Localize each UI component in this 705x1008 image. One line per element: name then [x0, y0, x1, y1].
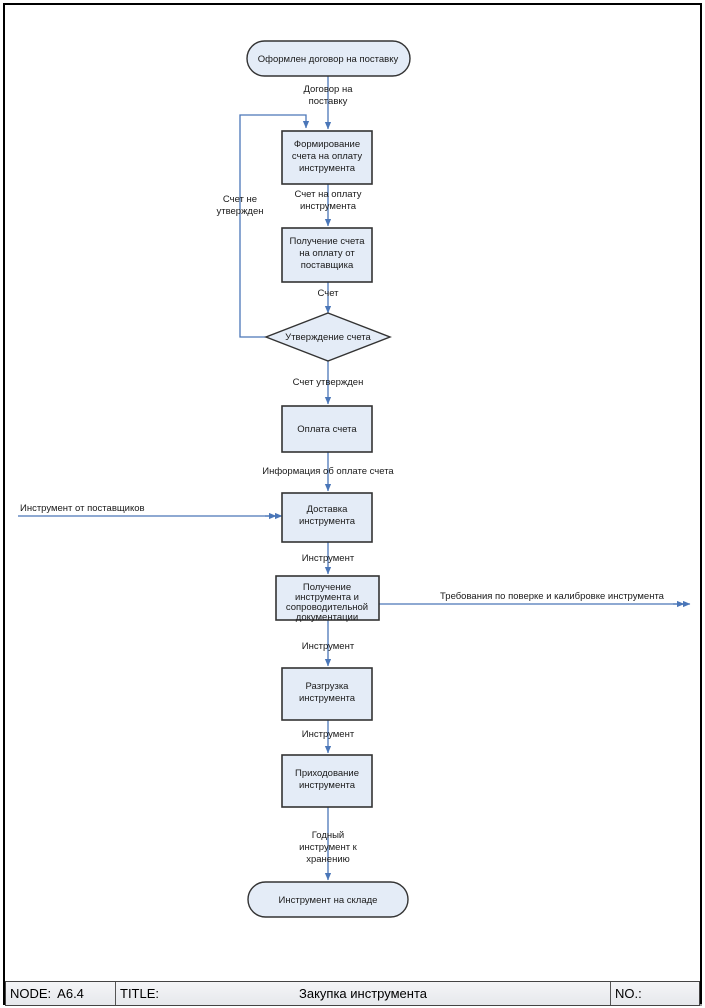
edge-label-storage-2: инструмент к: [299, 842, 358, 853]
edge-label-reject-2: утвержден: [216, 206, 263, 217]
edge-label-storage-3: хранению: [306, 854, 350, 865]
edge-label-reject-1: Счет не: [223, 194, 257, 205]
node-end-label: Инструмент на складе: [279, 895, 378, 906]
edge-label-invoice-2: инструмента: [300, 201, 357, 212]
edge-label-invoice-1: Счет на оплату: [294, 189, 361, 200]
footer-no-cell: NO.:: [611, 982, 699, 1005]
node-receive-label-2: на оплату от: [299, 248, 355, 259]
edge-label-instrument-2: Инструмент: [302, 641, 355, 652]
node-post-label-1: Приходование: [295, 768, 359, 779]
node-intake-label-3: сопроводительной: [286, 602, 368, 613]
edge-label-instrument-3: Инструмент: [302, 729, 355, 740]
edge-label-contract-2: поставку: [309, 96, 348, 107]
node-unload[interactable]: [281, 667, 373, 721]
node-pay[interactable]: [281, 405, 373, 453]
footer-no-label: NO.:: [615, 986, 642, 1001]
edge-label-storage-1: Годный: [312, 830, 345, 841]
footer-bar: NODE: A6.4 TITLE: Закупка инструмента NO…: [5, 981, 700, 1006]
node-post[interactable]: [281, 754, 373, 808]
footer-title-label: TITLE:: [120, 986, 160, 1001]
edge-label-contract-1: Договор на: [303, 84, 353, 95]
edge-labels: Договор на поставку Счет на оплату инстр…: [20, 84, 665, 865]
footer-node-cell: NODE: A6.4: [6, 982, 116, 1005]
node-form[interactable]: [281, 130, 373, 185]
footer-node-label: NODE:: [10, 986, 52, 1001]
edge-approve-reject-loop: [239, 114, 310, 338]
node-end[interactable]: [247, 881, 409, 918]
node-intake-label-1: Получение: [303, 582, 351, 593]
node-start[interactable]: [246, 40, 411, 77]
edge-label-payment-info: Информация об оплате счета: [262, 466, 394, 477]
node-delivery-label-1: Доставка: [307, 504, 349, 515]
node-delivery-label-2: инструмента: [299, 516, 356, 527]
node-delivery[interactable]: [281, 492, 373, 543]
node-receive-label-1: Получение счета: [290, 236, 366, 247]
node-labels: Оформлен договор на поставку Формировани…: [258, 54, 399, 906]
edge-label-instrument-1: Инструмент: [302, 553, 355, 564]
edge-label-calibration: Требования по поверке и калибровке инстр…: [440, 591, 665, 602]
footer-title-cell: TITLE: Закупка инструмента: [116, 982, 611, 1005]
edge-label-schet: Счет: [317, 288, 339, 299]
node-approve-decision[interactable]: [264, 312, 392, 362]
node-start-label: Оформлен договор на поставку: [258, 54, 399, 65]
footer-node-value: A6.4: [57, 986, 84, 1001]
node-unload-label-1: Разгрузка: [306, 681, 350, 692]
node-receive[interactable]: [281, 227, 373, 283]
node-intake[interactable]: [275, 575, 380, 621]
footer-title-value: Закупка инструмента: [299, 986, 427, 1001]
nodes: [246, 40, 411, 918]
node-unload-label-2: инструмента: [299, 693, 356, 704]
node-post-label-2: инструмента: [299, 780, 356, 791]
node-pay-label-1: Оплата счета: [297, 424, 357, 435]
node-intake-label-2: инструмента и: [295, 592, 359, 603]
edge-label-supplier-input: Инструмент от поставщиков: [20, 503, 145, 514]
node-form-label-2: счета на оплату: [292, 151, 362, 162]
node-receive-label-3: поставщика: [301, 260, 354, 271]
connectors: [18, 76, 691, 881]
node-intake-label-4: документации: [296, 612, 358, 623]
node-approve-label: Утверждение счета: [285, 332, 371, 343]
edge-label-approved: Счет утвержден: [293, 377, 364, 388]
node-form-label-3: инструмента: [299, 163, 356, 174]
node-form-label-1: Формирование: [294, 139, 360, 150]
